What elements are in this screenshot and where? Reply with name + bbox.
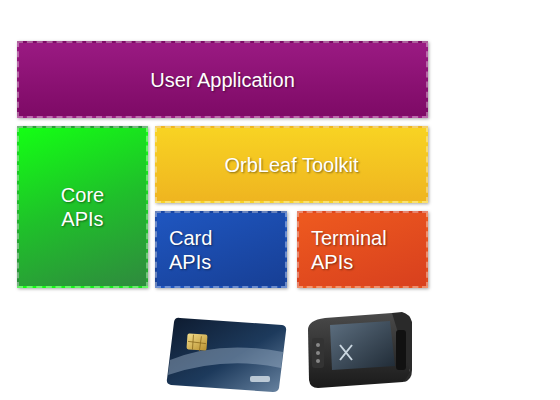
layer-box: Card APIs: [155, 211, 287, 288]
smart-card: [167, 318, 286, 392]
layer-label: Terminal APIs: [311, 226, 387, 274]
layer-box: User Application: [17, 41, 428, 118]
layer-label: Card APIs: [169, 226, 212, 274]
layer-box: Core APIs: [17, 126, 148, 288]
layer-label: OrbLeaf Toolkit: [224, 153, 358, 177]
layer-box: OrbLeaf Toolkit: [155, 126, 428, 203]
layer-label: User Application: [150, 68, 295, 92]
layer-box: Terminal APIs: [297, 211, 428, 288]
card-terminal: [308, 312, 412, 388]
layer-label: Core APIs: [61, 183, 104, 231]
